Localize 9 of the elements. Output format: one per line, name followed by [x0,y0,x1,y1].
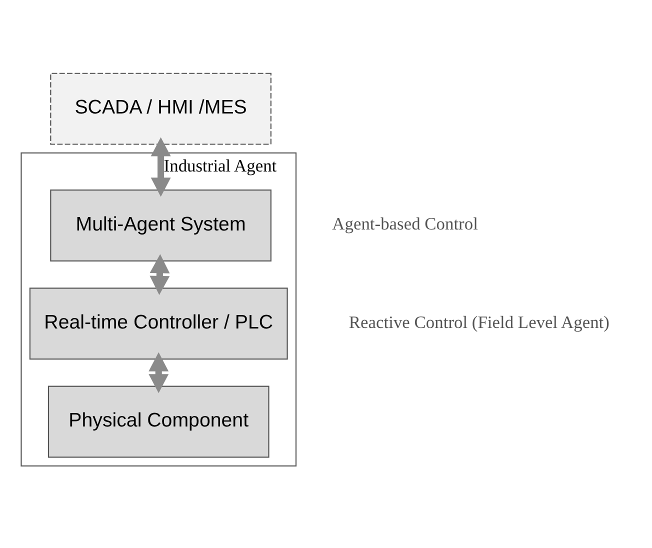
arrow [150,254,170,295]
arrow [148,352,169,394]
label: Reactive Control (Field Level Agent) [348,312,610,332]
node-box: SCADA / HMI /MES [50,72,272,145]
node-box: Physical Component [48,386,270,458]
arrow [150,137,171,197]
label: Agent-based Control [332,214,478,234]
node-box: Real-time Controller / PLC [29,288,288,360]
node-box: Multi-Agent System [50,190,272,262]
